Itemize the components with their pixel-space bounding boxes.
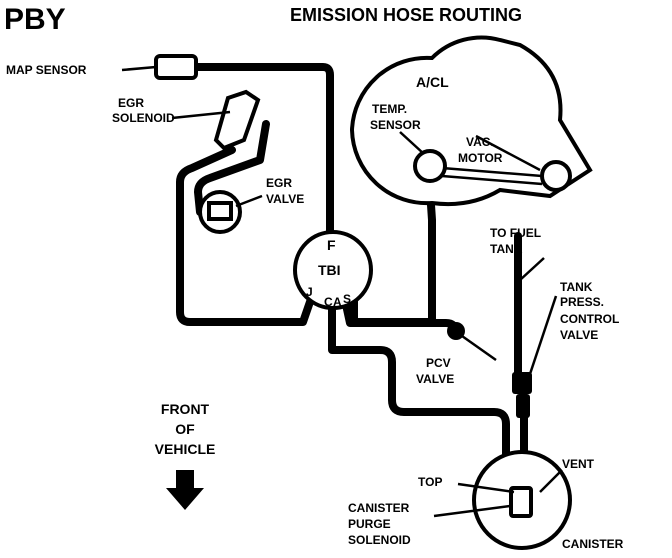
tbi-port-j: J [306,285,313,299]
tbi-label: TBI [318,262,341,278]
tank-press-valve-body [512,372,532,394]
vac-motor-label-line2: MOTOR [458,151,503,165]
leader-canister-purge [433,504,511,518]
canister-purge-solenoid-body [509,486,533,518]
canister-label: CANISTER [562,537,624,551]
tbi-port-s: S [343,292,352,306]
hose-egr-solenoid-to-valve [194,120,270,216]
top-label: TOP [418,475,443,489]
canister-purge-label-line1: CANISTER [348,501,410,515]
tank-press-label-line2: PRESS. [560,295,605,309]
front-label-line3: VEHICLE [154,441,216,457]
canister-purge-label-line3: SOLENOID [348,533,411,547]
leader-vent [539,469,563,493]
leader-egr-valve [235,194,263,208]
leader-vac-motor [475,134,541,172]
to-fuel-tank-label-line2: TANK [490,242,523,256]
air-cleaner-label: A/CL [416,74,449,90]
pcv-valve-label-line2: VALVE [416,372,455,386]
tbi-port-c: C [324,295,333,309]
map-sensor-body [154,54,198,80]
egr-valve-label-line2: VALVE [266,192,305,206]
vac-motor-body [540,160,572,192]
pcv-valve-body [447,322,465,340]
tbi-f-label: F [327,237,336,253]
vac-motor-label-line1: VAC. [466,135,494,149]
diagram-title: EMISSION HOSE ROUTING [290,5,523,25]
egr-valve-label-line1: EGR [266,176,293,190]
tank-press-label-line4: VALVE [560,328,599,342]
pcv-valve-label-line1: PCV [426,356,451,370]
leader-top [457,482,515,494]
vehicle-code: PBY [4,3,66,36]
map-sensor-label: MAP SENSOR [6,63,87,77]
egr-valve-actuator [207,201,233,221]
hose-egr-to-tbi [176,146,316,326]
vac-motor-linkage [441,166,543,186]
vent-label: VENT [562,457,595,471]
to-fuel-tank-label-line1: TO FUEL [490,226,542,240]
tbi-body [293,230,373,310]
leader-egr-solenoid [171,110,231,120]
air-cleaner [349,35,593,207]
hose-map-sensor [194,63,334,244]
tank-press-label-line3: CONTROL [560,312,620,326]
temp-sensor-body [413,149,447,183]
leader-temp-sensor [399,131,425,155]
tbi-port-a: A [333,295,342,309]
hose-tbi-to-canister [328,298,522,494]
tank-press-label-line1: TANK [560,280,593,294]
hose-tbi-to-pcv [341,296,460,337]
front-label-line1: FRONT [160,401,210,417]
leader-map-sensor [121,65,157,72]
egr-solenoid-label-line1: EGR [118,96,145,110]
temp-sensor-label-line1: TEMP. [372,102,408,116]
egr-solenoid-body [213,89,261,151]
temp-sensor-label-line2: SENSOR [370,118,421,132]
front-label-line2: OF [175,421,195,437]
canister-purge-label-line2: PURGE [348,517,391,531]
tank-press-valve-stem [516,394,530,418]
leader-tank-press [528,295,558,375]
down-arrow-icon [166,470,204,510]
egr-solenoid-label-line2: SOLENOID [112,111,175,125]
leader-pcv-valve [461,334,497,362]
leader-to-fuel-tank [519,257,545,281]
